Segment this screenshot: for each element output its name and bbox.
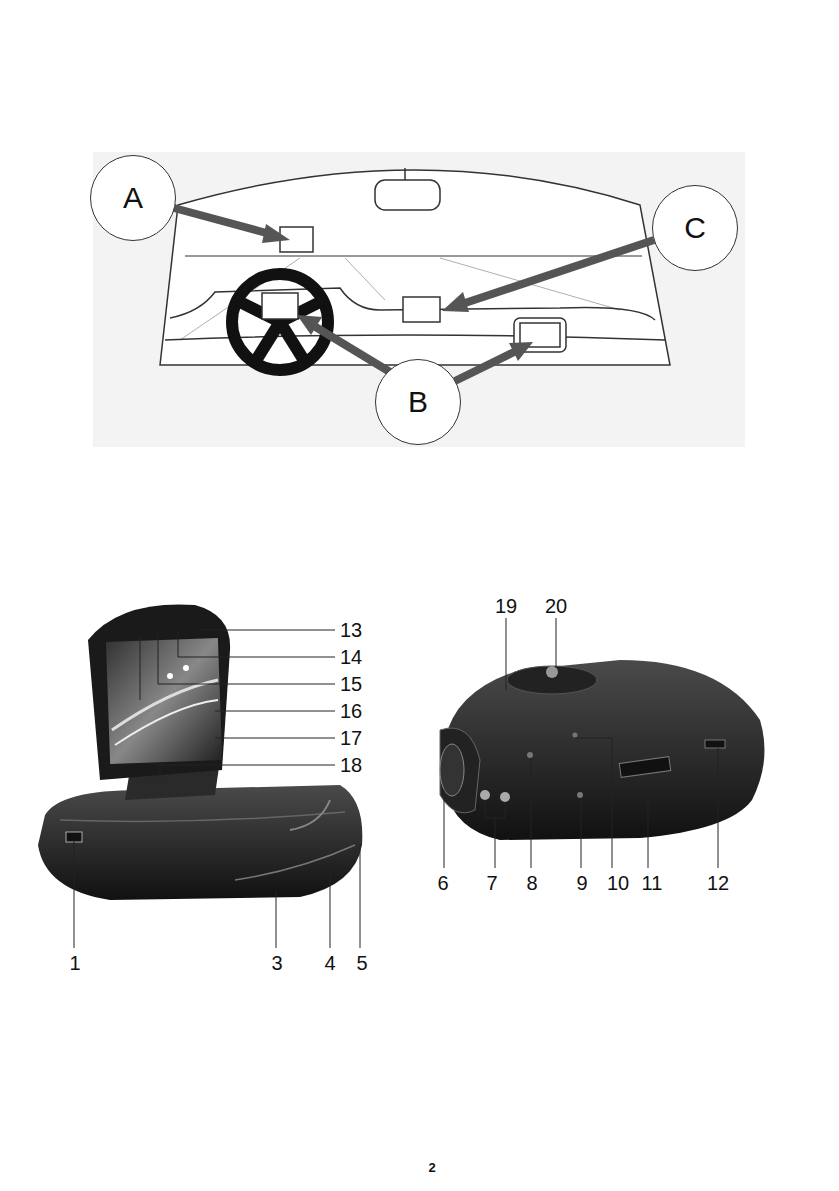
- callout-number: 5: [356, 953, 367, 973]
- callout-number: 14: [340, 647, 362, 667]
- callout-number: 15: [340, 674, 362, 694]
- steering-wheel: [232, 274, 328, 370]
- callout-letter: A: [123, 181, 143, 215]
- callout-number: 4: [324, 953, 335, 973]
- panel-ground: [93, 152, 745, 447]
- callout-number: 1: [69, 953, 80, 973]
- callout-number: 18: [340, 755, 362, 775]
- callout-number: 7: [486, 873, 497, 893]
- camera-rear: [440, 660, 765, 840]
- callout-number: 3: [271, 953, 282, 973]
- callout-number: 6: [437, 873, 448, 893]
- callout-number: 13: [340, 620, 362, 640]
- callout-number: 10: [607, 873, 629, 893]
- callout-letter: C: [684, 211, 706, 245]
- callout-circle: B: [375, 359, 461, 445]
- callout-number: 17: [340, 728, 362, 748]
- callout-number: 12: [707, 873, 729, 893]
- callout-number: 16: [340, 701, 362, 721]
- leader-lines: [444, 618, 718, 868]
- page-number: 2: [428, 1161, 435, 1174]
- leader-lines: [74, 630, 360, 948]
- callout-circle: A: [90, 155, 176, 241]
- pointer-arrows: [174, 208, 654, 381]
- callout-letter: B: [408, 385, 428, 419]
- callout-number: 9: [576, 873, 587, 893]
- callout-circle: C: [652, 185, 738, 271]
- callout-number: 19: [495, 596, 517, 616]
- callout-number: 11: [642, 873, 663, 893]
- camera-front: [38, 604, 362, 900]
- callout-number: 20: [545, 596, 567, 616]
- callout-number: 8: [526, 873, 537, 893]
